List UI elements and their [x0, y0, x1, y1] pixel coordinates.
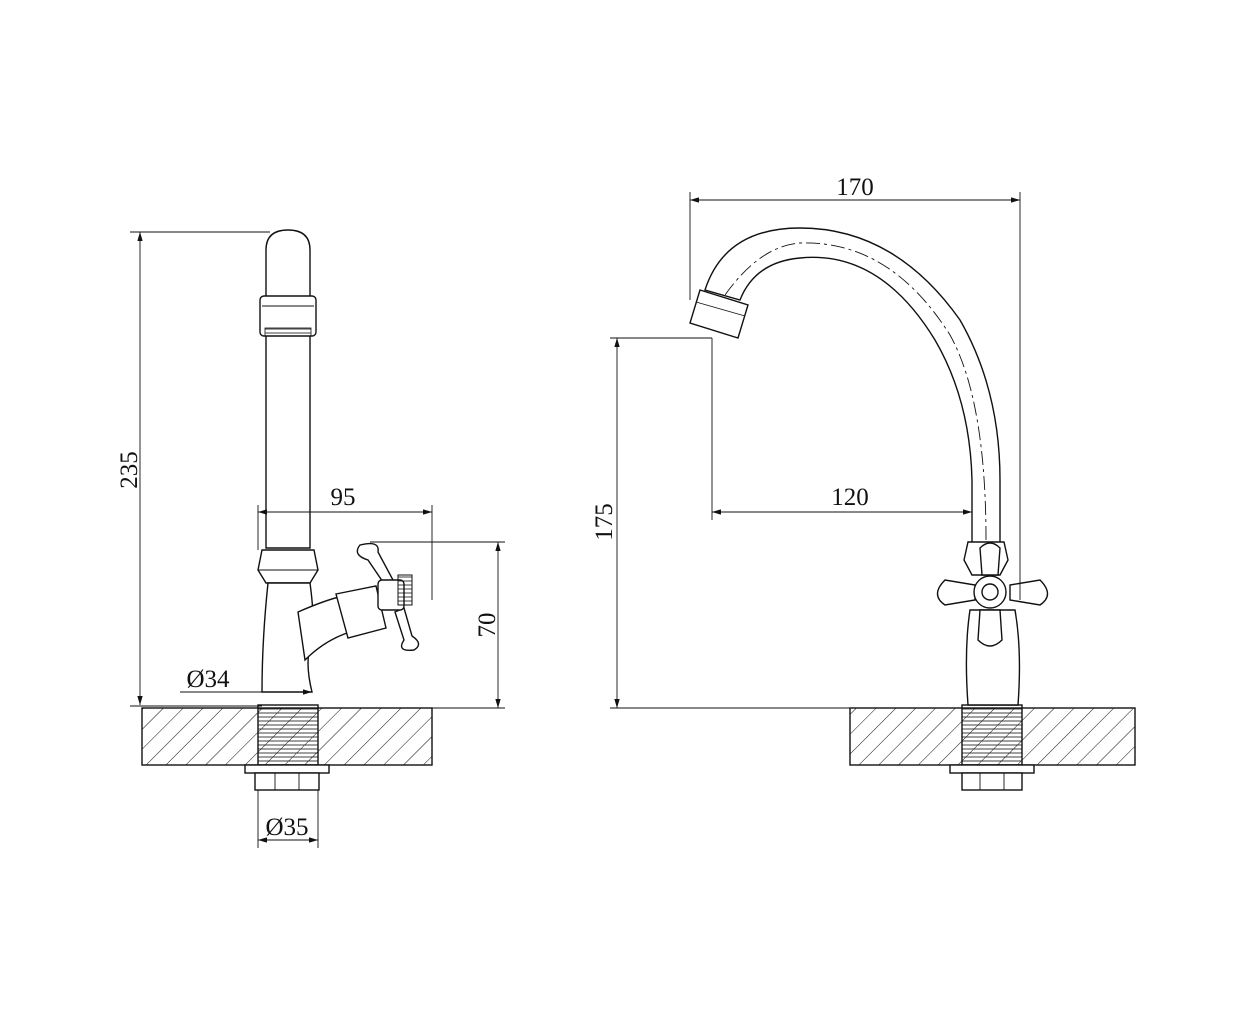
nut-right — [961, 772, 1023, 791]
dim-70: 70 — [474, 613, 501, 638]
dim-170: 170 — [836, 174, 874, 201]
dim-235: 235 — [116, 451, 143, 489]
cross-handle-right — [936, 542, 1049, 647]
dim-120: 120 — [831, 484, 869, 511]
nut-left — [254, 772, 320, 791]
hex-nut-left — [257, 549, 319, 584]
dim-95: 95 — [331, 484, 356, 511]
threaded-shank-left — [257, 704, 319, 766]
spout-tube-left — [265, 229, 311, 549]
threaded-shank-right — [961, 704, 1023, 766]
dim-diameter-34: Ø34 — [186, 666, 230, 693]
cross-handle-left — [356, 542, 420, 651]
spout-right — [704, 227, 1001, 546]
washer-left — [244, 764, 330, 774]
aerator-right — [689, 289, 749, 339]
front-view: 235 95 70 Ø34 Ø35 — [116, 229, 505, 848]
dim-175: 175 — [591, 503, 618, 541]
dim-diameter-35: Ø35 — [265, 814, 308, 841]
side-view: 170 120 175 — [591, 174, 1136, 791]
